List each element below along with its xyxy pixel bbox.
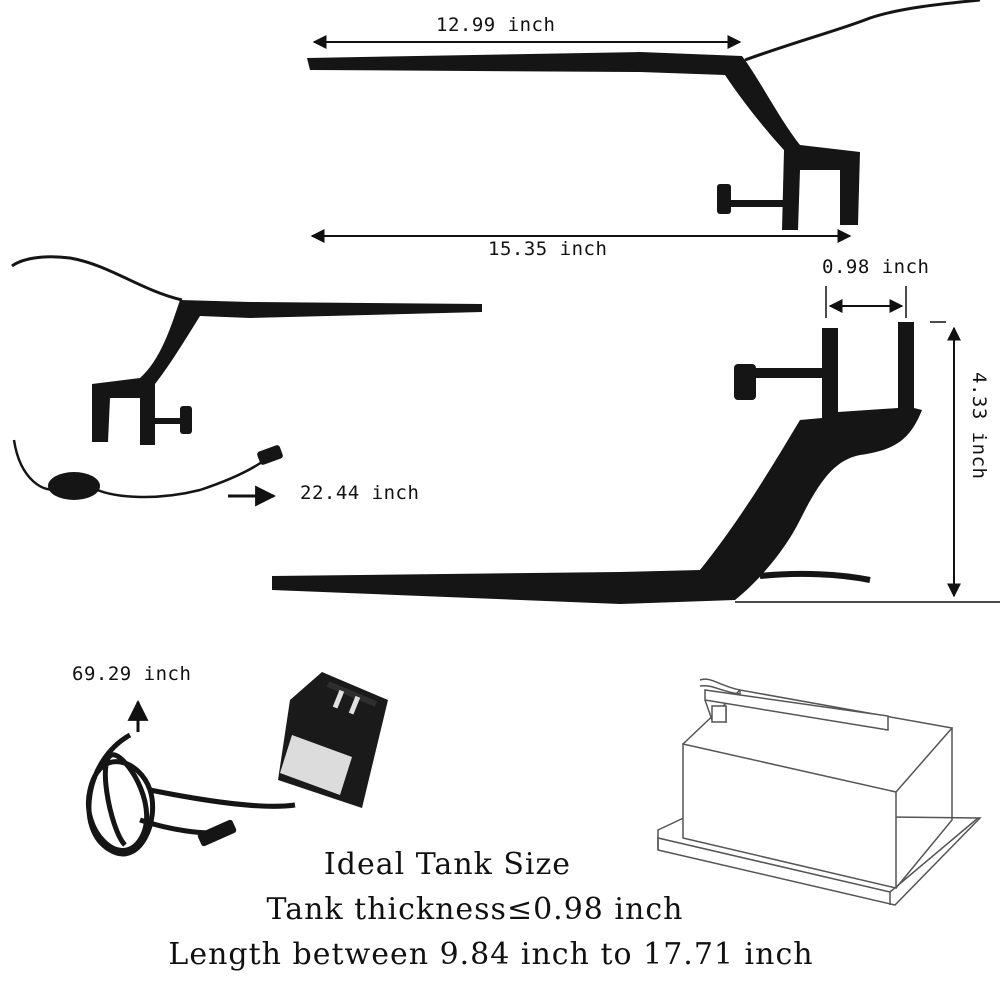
lamp-clamp-detail (272, 322, 1000, 604)
adapter-cable-up (149, 787, 296, 809)
adapter-prong-b (348, 695, 361, 715)
tank-size-caption: Ideal Tank Size Tank thickness≤0.98 inch… (0, 842, 1000, 977)
lamp-top-cable (744, 0, 981, 62)
dc-connector (257, 445, 283, 465)
caption-length: Length between 9.84 inch to 17.71 inch (168, 937, 814, 972)
lamp-top-screw-knob (717, 184, 731, 214)
power-adapter-icon (86, 672, 388, 857)
lamp-left-screw-knob (180, 406, 192, 434)
lamp-top-screw (727, 200, 787, 207)
caption-title: Ideal Tank Size (323, 847, 572, 882)
lamp-left-screw (140, 418, 185, 424)
adapter-label (280, 735, 352, 795)
clamp-detail-cable (759, 570, 871, 583)
clamp-detail-screw (752, 368, 824, 378)
caption-thickness: Tank thickness≤0.98 inch (266, 892, 684, 927)
lamp-left-cable (11, 255, 183, 302)
label-switch-cable: 22.44 inch (300, 482, 420, 504)
adapter-coiled-cable (86, 732, 156, 857)
label-top-arm: 12.99 inch (436, 14, 556, 36)
label-adapter-cable: 69.29 inch (72, 663, 192, 685)
dimension-clamp-gap (825, 286, 907, 318)
lamp-top-view (307, 0, 981, 230)
dimension-clamp-height (930, 321, 961, 598)
adapter-prong-a (332, 689, 345, 709)
clamp-detail-arm (272, 322, 922, 604)
label-clamp-gap: 0.98 inch (822, 256, 930, 278)
adapter-dc-plug (197, 819, 237, 847)
label-top-total: 15.35 inch (488, 238, 608, 260)
label-clamp-height: 4.33 inch (968, 372, 990, 480)
lamp-top-arm (307, 52, 860, 230)
inline-switch-icon (48, 472, 100, 500)
clamp-detail-screw-knob (734, 364, 756, 400)
lamp-left-view (11, 255, 482, 500)
tank-illustration-icon (657, 678, 982, 906)
